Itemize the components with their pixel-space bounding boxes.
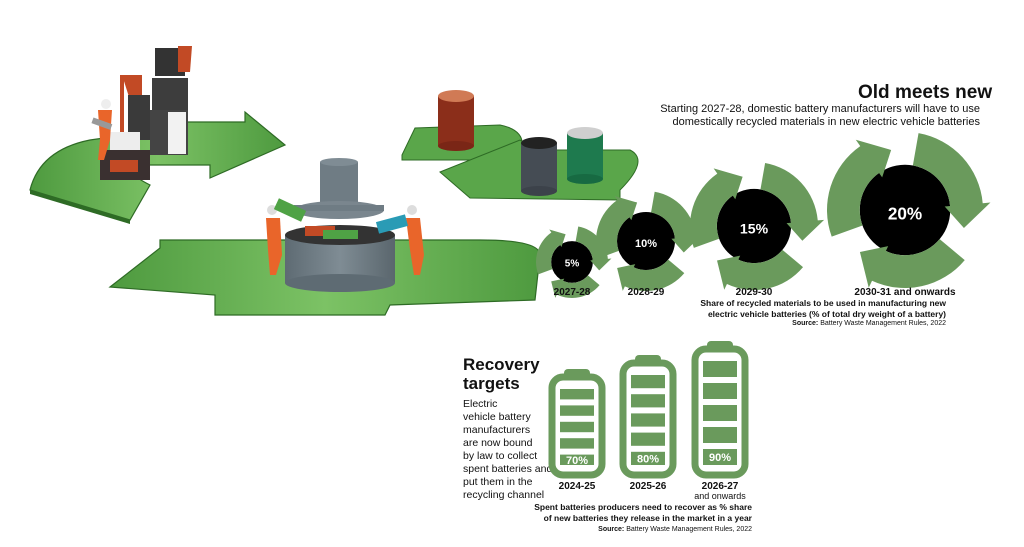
- recycle-core: [859, 164, 951, 256]
- battery-cell: [560, 389, 594, 400]
- subtitle-line-2: domestically recycled materials in new e…: [672, 116, 980, 128]
- category-label: and onwards: [694, 491, 746, 501]
- shredder-machine: [100, 46, 192, 180]
- battery-cell: [631, 432, 665, 446]
- material-cylinder-copper: [438, 90, 474, 151]
- description-line: recycling channel: [463, 489, 545, 501]
- recovery-note: Spent batteries producers need to recove…: [520, 502, 752, 524]
- note-line-1: Share of recycled materials to be used i…: [700, 298, 946, 308]
- data-label: 10%: [635, 238, 657, 250]
- worker-right: [375, 205, 424, 275]
- battery-casing: [548, 373, 606, 479]
- recycle-arrow: [651, 191, 701, 253]
- category-label: 2028-29: [628, 287, 665, 298]
- recovery-targets-title: Recovery targets: [463, 355, 540, 393]
- note-line-2: of new batteries they release in the mar…: [543, 513, 752, 523]
- recycle-marker: 5%: [536, 226, 612, 298]
- battery-marker: 90%: [691, 341, 749, 479]
- description-line: spent batteries and: [463, 463, 553, 475]
- recycle-arrow: [575, 226, 612, 271]
- recycle-arrow: [859, 239, 965, 288]
- source-text: Battery Waste Management Rules, 2022: [626, 526, 752, 533]
- category-label: 2024-25: [559, 481, 596, 492]
- battery-cell: [703, 361, 737, 377]
- recycle-core: [617, 212, 675, 270]
- worker-figure: [91, 99, 113, 160]
- category-label: 2025-26: [630, 481, 667, 492]
- category-label: 2026-27: [702, 481, 739, 492]
- battery-casing: [691, 345, 749, 479]
- recycle-arrow: [617, 259, 685, 291]
- source-text: Battery Waste Management Rules, 2022: [820, 320, 946, 327]
- battery-cell: [560, 454, 594, 465]
- recycle-marker: 10%: [596, 191, 701, 291]
- recycle-arrow: [717, 249, 804, 290]
- battery-cell: [703, 405, 737, 421]
- description-line: by law to collect: [463, 450, 538, 462]
- category-label: 2029-30: [736, 287, 773, 298]
- battery-casing: [619, 359, 677, 479]
- data-label: 90%: [709, 452, 731, 464]
- recycle-arrow: [912, 133, 991, 229]
- battery-cell: [560, 421, 594, 433]
- battery-cell: [631, 394, 665, 408]
- source-label: Source:: [792, 320, 819, 327]
- description-line: vehicle battery: [463, 411, 531, 423]
- battery-marker: 80%: [619, 355, 677, 479]
- battery-cell: [560, 438, 594, 449]
- recycle-arrow: [760, 162, 825, 241]
- recycle-arrow: [536, 229, 566, 275]
- description-line: are now bound: [463, 437, 533, 449]
- battery-cell: [703, 383, 737, 399]
- battery-marker: 70%: [548, 369, 606, 479]
- recycle-core: [716, 188, 792, 264]
- data-label: 15%: [740, 221, 769, 237]
- recycle-marker: 20%: [827, 133, 991, 288]
- category-label: 2030-31 and onwards: [854, 287, 956, 298]
- data-label: 5%: [565, 258, 580, 269]
- battery-cell: [631, 375, 665, 389]
- recycle-arrow: [827, 139, 892, 237]
- recycled-share-source: Source: Battery Waste Management Rules, …: [646, 320, 946, 327]
- recycle-marker: 15%: [690, 162, 825, 290]
- battery-cell: [631, 451, 665, 465]
- recycle-arrow: [551, 275, 600, 298]
- title-line-1: Recovery: [463, 355, 540, 374]
- recycle-core: [551, 241, 593, 283]
- battery-cell: [560, 405, 594, 416]
- title-line-2: targets: [463, 374, 520, 393]
- recycle-arrow: [596, 195, 638, 259]
- material-cylinder-nickel: [567, 127, 603, 184]
- source-label: Source:: [598, 526, 625, 533]
- worker-left: [266, 198, 307, 275]
- old-meets-new-title: Old meets new: [858, 82, 993, 103]
- recycled-share-note: Share of recycled materials to be used i…: [566, 298, 946, 320]
- note-line-1: Spent batteries producers need to recove…: [534, 502, 752, 512]
- subtitle-line-1: Starting 2027-28, domestic battery manuf…: [660, 103, 980, 115]
- battery-cell: [703, 427, 737, 443]
- description-line: put them in the: [463, 476, 533, 488]
- data-label: 80%: [637, 453, 659, 465]
- note-line-2: electric vehicle batteries (% of total d…: [707, 309, 946, 319]
- battery-cell: [703, 449, 737, 465]
- data-label: 70%: [566, 455, 588, 467]
- description-line: manufacturers: [463, 424, 531, 436]
- recycle-arrow: [690, 168, 743, 248]
- material-cylinder-graphite: [521, 137, 557, 196]
- battery-cell: [631, 413, 665, 427]
- battery-press-machine: [285, 158, 395, 292]
- old-meets-new-subtitle: Starting 2027-28, domestic battery manuf…: [580, 103, 980, 129]
- category-label: 2027-28: [554, 287, 591, 298]
- description-line: Electric: [463, 398, 498, 410]
- recovery-source: Source: Battery Waste Management Rules, …: [520, 526, 752, 533]
- data-label: 20%: [888, 203, 922, 223]
